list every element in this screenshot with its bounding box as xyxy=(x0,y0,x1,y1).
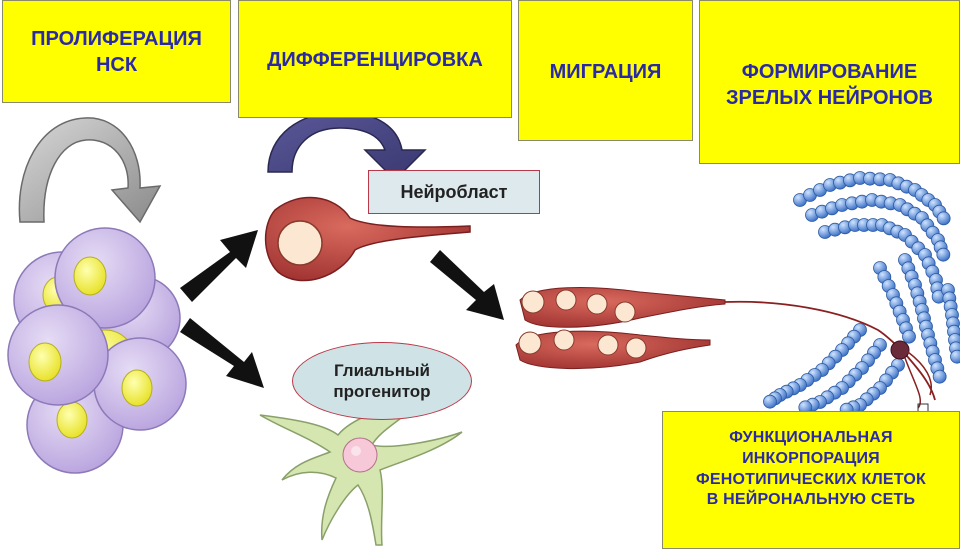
network-bead xyxy=(950,349,960,364)
stage-incorporation-line1: ФУНКЦИОНАЛЬНАЯ xyxy=(729,429,893,446)
network-bead xyxy=(763,394,777,409)
neuroblast-label: Нейробласт xyxy=(368,170,540,214)
stage-differentiation-label: ДИФФЕРЕНЦИРОВКА xyxy=(267,49,483,71)
migrating-neuroblasts xyxy=(515,286,726,370)
stage-proliferation-line1: ПРОЛИФЕРАЦИЯ xyxy=(31,27,202,50)
stage-proliferation-line2: НСК xyxy=(95,53,138,76)
connecting-neuron xyxy=(890,340,932,413)
glial-progenitor-label: Глиальный прогенитор xyxy=(292,342,472,420)
stage-incorporation-line2: ИНКОРПОРАЦИЯ xyxy=(742,449,880,467)
proliferation-cycle-arrow xyxy=(18,117,162,224)
stem-cell xyxy=(93,337,187,431)
network-bead xyxy=(936,247,951,262)
stage-proliferation-box: ПРОЛИФЕРАЦИЯ НСК xyxy=(2,0,231,103)
stage-incorporation-box: ФУНКЦИОНАЛЬНАЯ ИНКОРПОРАЦИЯ ФЕНОТИПИЧЕСК… xyxy=(662,411,960,549)
axon-line xyxy=(724,300,936,401)
stem-cell-cluster xyxy=(7,227,187,474)
arrow-to-neuroblast xyxy=(180,230,258,302)
stem-cell xyxy=(54,227,156,329)
stem-cell xyxy=(7,304,109,406)
glial-progenitor-cell xyxy=(259,401,463,546)
differentiation-cycle-arrow xyxy=(267,111,427,182)
arrow-to-glial xyxy=(180,318,264,388)
stage-maturation-line2: ЗРЕЛЫХ НЕЙРОНОВ xyxy=(726,87,933,109)
stage-differentiation-box: ДИФФЕРЕНЦИРОВКА xyxy=(238,0,512,118)
stage-migration-label: МИГРАЦИЯ xyxy=(549,61,662,83)
neuroblast-cell xyxy=(264,196,471,282)
stage-incorporation-line4: В НЕЙРОНАЛЬНУЮ СЕТЬ xyxy=(706,491,916,509)
network-bead xyxy=(902,329,916,344)
stage-maturation-line1: ФОРМИРОВАНИЕ xyxy=(741,61,918,83)
stage-incorporation-line3: ФЕНОТИПИЧЕСКИХ КЛЕТОК xyxy=(696,470,926,488)
stage-migration-box: МИГРАЦИЯ xyxy=(518,0,693,141)
stage-maturation-box: ФОРМИРОВАНИЕ ЗРЕЛЫХ НЕЙРОНОВ xyxy=(699,0,960,164)
glial-progenitor-line2: прогенитор xyxy=(333,382,431,401)
network-bead xyxy=(932,369,947,384)
glial-progenitor-line1: Глиальный xyxy=(334,360,430,380)
neuroblast-label-text: Нейробласт xyxy=(400,181,508,202)
arrow-to-migration xyxy=(430,250,504,320)
network-bead xyxy=(936,211,951,226)
neuronal-network xyxy=(763,171,960,417)
